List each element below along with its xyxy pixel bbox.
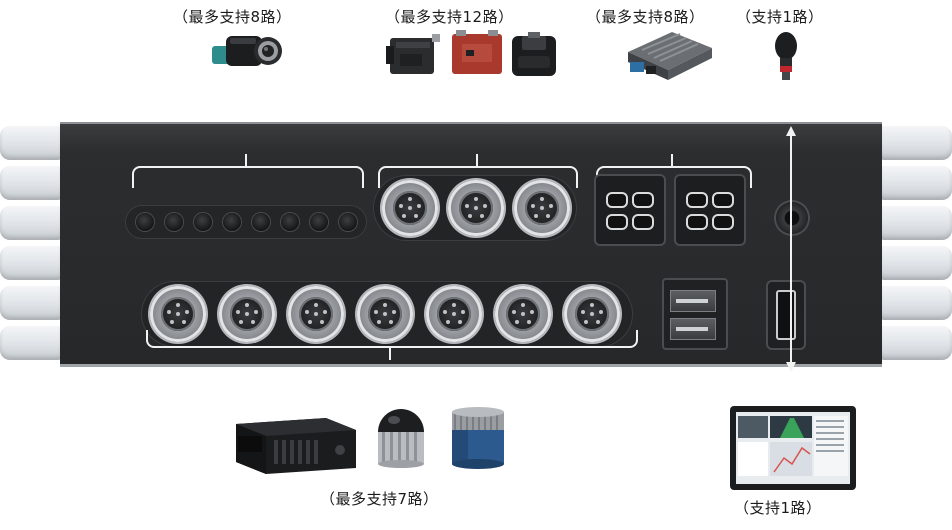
- circular-connector[interactable]: [357, 286, 413, 342]
- dome-lidar-icon: [372, 402, 430, 470]
- port-hole[interactable]: [252, 213, 270, 231]
- circular-connector[interactable]: [382, 180, 438, 236]
- circular-connector[interactable]: [495, 286, 551, 342]
- port-hole[interactable]: [339, 213, 357, 231]
- circular-connector[interactable]: [219, 286, 275, 342]
- arrow-up-icon: [786, 126, 796, 136]
- arrow-down-icon: [786, 362, 796, 372]
- hdmi-port[interactable]: [776, 290, 796, 340]
- can-caption: （最多支持12路）: [385, 8, 514, 26]
- solid-state-lidar-icon: [230, 414, 360, 478]
- bracket-tick: [245, 154, 247, 166]
- lidar-caption: （最多支持7路）: [320, 490, 439, 508]
- usb-port[interactable]: [670, 318, 716, 340]
- left-heatsink: [0, 124, 62, 360]
- right-heatsink: [880, 124, 952, 360]
- arrow-line: [790, 134, 792, 362]
- port-hole[interactable]: [194, 213, 212, 231]
- bracket-tick: [671, 154, 673, 166]
- power-connector[interactable]: [594, 174, 666, 246]
- radar-caption: （最多支持8路）: [586, 8, 705, 26]
- mic-caption: （支持1路）: [736, 8, 824, 26]
- bracket-small-holes: [132, 166, 364, 188]
- power-connector[interactable]: [674, 174, 746, 246]
- circular-connector[interactable]: [514, 180, 570, 236]
- small-hole-strip: [126, 206, 366, 238]
- rotating-lidar-icon: [444, 402, 512, 472]
- bracket-tick: [389, 346, 391, 360]
- bracket-tick: [476, 154, 478, 166]
- port-hole[interactable]: [223, 213, 241, 231]
- camera-icon: [208, 28, 284, 74]
- circular-connector[interactable]: [448, 180, 504, 236]
- display-caption: （支持1路）: [734, 499, 822, 517]
- can-module-dark-icon: [508, 30, 560, 80]
- microphone-icon: [772, 30, 800, 82]
- can-module-black-icon: [386, 32, 444, 78]
- port-hole[interactable]: [281, 213, 299, 231]
- bracket-top-connectors: [378, 166, 578, 188]
- can-module-red-icon: [448, 28, 506, 78]
- audio-jack[interactable]: [776, 202, 808, 234]
- port-hole[interactable]: [310, 213, 328, 231]
- circular-connector[interactable]: [150, 286, 206, 342]
- port-hole[interactable]: [165, 213, 183, 231]
- circular-connector[interactable]: [564, 286, 620, 342]
- port-hole[interactable]: [136, 213, 154, 231]
- usb-port[interactable]: [670, 290, 716, 312]
- circular-connector[interactable]: [426, 286, 482, 342]
- display-monitor-icon: [728, 404, 858, 492]
- camera-caption: （最多支持8路）: [173, 8, 292, 26]
- circular-connector[interactable]: [288, 286, 344, 342]
- bracket-bottom-connectors: [146, 330, 638, 348]
- radar-unit-icon: [620, 26, 716, 84]
